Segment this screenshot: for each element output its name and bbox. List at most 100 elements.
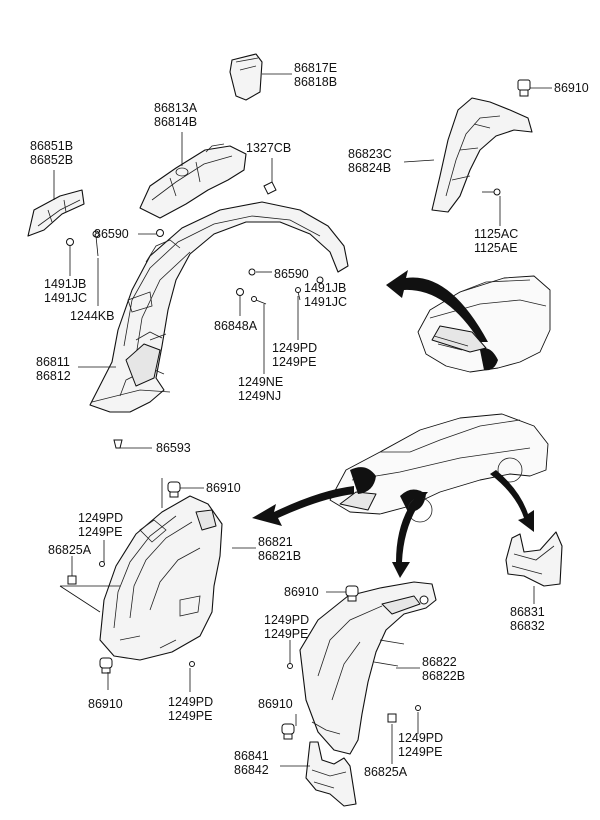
clip-86825a-right [387, 713, 397, 723]
nut-1491jb-left [66, 238, 74, 246]
label-1244kb-line1: 1244KB [70, 309, 114, 323]
label-1125ac: 1125AC 1125AE [474, 227, 518, 255]
nut-86848a [236, 288, 244, 296]
part-86811-front-fender-liner [89, 201, 349, 413]
label-1249pd-b-line1: 1249PD [78, 511, 123, 525]
label-86822: 86822 86822B [422, 655, 465, 683]
label-1249pd-e: 1249PD 1249PE [398, 731, 443, 759]
label-86831-line1: 86831 [510, 605, 545, 619]
label-86811: 86811 86812 [36, 355, 71, 383]
label-86822-line2: 86822B [422, 669, 465, 683]
label-1244kb: 1244KB [70, 309, 114, 323]
label-86910-lower-line1: 86910 [258, 697, 293, 711]
label-1249pd-b: 1249PD 1249PE [78, 511, 123, 539]
arrow-mud-guard [490, 470, 534, 532]
label-86841-line1: 86841 [234, 749, 269, 763]
label-86593: 86593 [156, 441, 191, 455]
label-86910-right: 86910 [284, 585, 319, 599]
screw-1249pd-a [295, 287, 301, 301]
label-86823c-line1: 86823C [348, 147, 392, 161]
car-side-view [329, 413, 549, 523]
part-86823c-bracket [431, 97, 533, 213]
screw-1249pd-c [189, 661, 195, 667]
label-86813a: 86813A 86814B [154, 101, 198, 129]
clip-1327cb [263, 181, 277, 195]
part-86851b-panel [27, 189, 85, 237]
clip-86910-mid [167, 481, 181, 498]
label-86823c: 86823C 86824B [348, 147, 392, 175]
label-86825a-right-line1: 86825A [364, 765, 408, 779]
label-86590-a-line1: 86590 [94, 227, 129, 241]
label-86910-lower: 86910 [258, 697, 293, 711]
label-86825a-left: 86825A [48, 543, 92, 557]
screw-1249pd-e [415, 705, 421, 711]
label-1491jb-left: 1491JB 1491JC [44, 277, 87, 305]
label-86910-bottom-left: 86910 [88, 697, 123, 711]
label-86817e: 86817E 86818B [294, 61, 337, 89]
label-86590-b-line1: 86590 [274, 267, 309, 281]
label-86910-top-line1: 86910 [554, 81, 589, 95]
label-86821-line2: 86821B [258, 549, 301, 563]
label-86851b-line1: 86851B [30, 139, 73, 153]
label-86822-line1: 86822 [422, 655, 457, 669]
part-86822-rear-liner [299, 581, 437, 755]
clip-86910-right [345, 585, 359, 602]
clip-86590-a [156, 229, 164, 237]
label-1249pd-d: 1249PD 1249PE [264, 613, 309, 641]
part-86817e-cap [229, 53, 263, 101]
label-1491jb-right-line2: 1491JC [304, 295, 347, 309]
label-1491jb-right-line1: 1491JB [304, 281, 346, 295]
label-1125ac-line1: 1125AC [474, 227, 518, 241]
label-86841-line2: 86842 [234, 763, 269, 777]
clip-86910-bottom-left [99, 657, 113, 674]
label-86825a-right: 86825A [364, 765, 408, 779]
bolt-1125ac [482, 188, 501, 196]
label-1249pd-e-line2: 1249PE [398, 745, 442, 759]
label-1249pd-b-line2: 1249PE [78, 525, 122, 539]
arrow-front-wheel [252, 486, 354, 526]
label-86848a-line1: 86848A [214, 319, 258, 333]
label-1249ne-line2: 1249NJ [238, 389, 281, 403]
label-86910-top: 86910 [554, 81, 589, 95]
label-86811-line2: 86812 [36, 369, 71, 383]
label-1327cb-line1: 1327CB [246, 141, 291, 155]
arrow-front-car [386, 270, 488, 342]
clip-86590-b [248, 268, 256, 276]
label-86813a-line1: 86813A [154, 101, 198, 115]
label-86831-line2: 86832 [510, 619, 545, 633]
label-86910-mid-line1: 86910 [206, 481, 241, 495]
label-1491jb-left-line2: 1491JC [44, 291, 87, 305]
screw-1249pd-b [99, 561, 105, 567]
label-86590-a: 86590 [94, 227, 129, 241]
part-86821-rear-fender-liner [99, 495, 223, 661]
label-1249pd-c-line2: 1249PE [168, 709, 212, 723]
label-86821-line1: 86821 [258, 535, 293, 549]
label-1249ne-line1: 1249NE [238, 375, 283, 389]
label-1491jb-left-line1: 1491JB [44, 277, 86, 291]
label-86851b-line2: 86852B [30, 153, 73, 167]
label-86851b: 86851B 86852B [30, 139, 73, 167]
label-1249pd-d-line1: 1249PD [264, 613, 309, 627]
label-1249pd-c: 1249PD 1249PE [168, 695, 213, 723]
label-86593-line1: 86593 [156, 441, 191, 455]
label-1249pd-e-line1: 1249PD [398, 731, 443, 745]
clip-86910-lower [281, 723, 295, 740]
label-1249pd-a-line2: 1249PE [272, 355, 316, 369]
label-86823c-line2: 86824B [348, 161, 391, 175]
part-86841-mud-guard [305, 741, 357, 807]
part-86831-mud-guard [505, 531, 563, 587]
label-86821: 86821 86821B [258, 535, 301, 563]
label-86841: 86841 86842 [234, 749, 269, 777]
arrow-rear-wheel [392, 492, 428, 578]
label-86817e-line1: 86817E [294, 61, 337, 75]
label-86811-line1: 86811 [36, 355, 70, 369]
label-86831: 86831 86832 [510, 605, 545, 633]
label-86590-b: 86590 [274, 267, 309, 281]
label-1249pd-a: 1249PD 1249PE [272, 341, 317, 369]
clip-86825a-left [67, 575, 77, 585]
screw-1249ne [251, 296, 267, 305]
label-86910-bottom-left-line1: 86910 [88, 697, 123, 711]
screw-1249pd-d [287, 663, 293, 669]
label-1249ne: 1249NE 1249NJ [238, 375, 283, 403]
label-86825a-left-line1: 86825A [48, 543, 92, 557]
